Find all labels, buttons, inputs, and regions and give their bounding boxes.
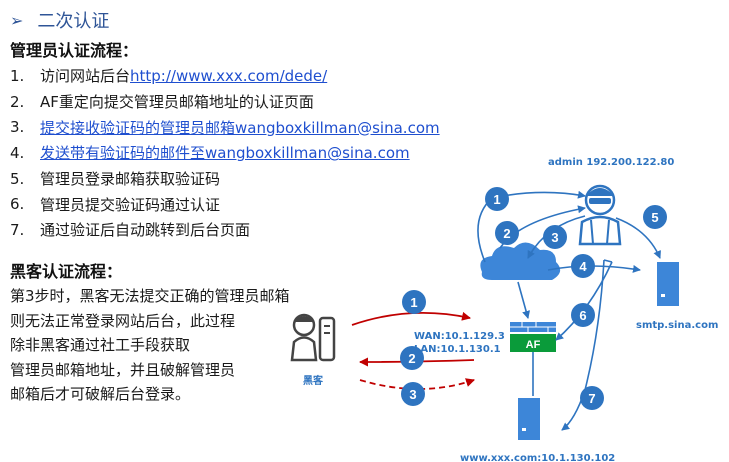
paragraph-line: 则无法正常登录网站后台，此过程 <box>10 311 236 330</box>
svg-text:3: 3 <box>551 230 558 245</box>
step-6: 6. 管理员提交验证码通过认证 <box>10 191 440 217</box>
step-7: 7. 通过验证后自动跳转到后台页面 <box>10 217 440 243</box>
admin-flow-arrows <box>477 190 661 431</box>
hacker-badge-1: 1 <box>402 290 426 314</box>
hacker-badge-2: 2 <box>400 346 424 370</box>
hacker-step-badges: 1 2 3 <box>400 290 426 406</box>
svg-text:1: 1 <box>493 192 500 207</box>
web-server-label: www.xxx.com:10.1.130.102 <box>460 453 615 462</box>
hacker-badge-3: 3 <box>401 382 425 406</box>
step-text: 提交接收验证码的管理员邮箱 <box>40 118 236 137</box>
slide-title: 二次认证 <box>37 11 110 32</box>
svg-text:1: 1 <box>410 295 417 310</box>
smtp-label: smtp.sina.com <box>636 320 718 331</box>
email-link: wangboxkillman@sina.com <box>205 144 410 163</box>
lan-label: LAN:10.1.130.1 <box>414 344 501 355</box>
svg-text:3: 3 <box>409 387 416 402</box>
hacker-label: 黑客 <box>303 374 324 387</box>
arrow-bullet-icon: ➢ <box>10 10 24 30</box>
admin-person-icon <box>578 184 622 246</box>
admin-badge-3: 3 <box>543 225 567 249</box>
admin-flow-title: 管理员认证流程： <box>10 41 139 60</box>
admin-badge-1: 1 <box>485 187 509 211</box>
svg-text:7: 7 <box>588 391 595 406</box>
admin-badge-7: 7 <box>580 386 604 410</box>
admin-label: admin 192.200.122.80 <box>548 157 674 168</box>
step-4: 4. 发送带有验证码的邮件至wangboxkillman@sina.com <box>10 140 440 166</box>
firewall-label: AF <box>526 339 541 351</box>
hacker-icon <box>290 313 336 362</box>
admin-badge-2: 2 <box>495 221 519 245</box>
step-number: 5. <box>10 169 25 188</box>
hacker-flow-title: 黑客认证流程： <box>10 262 123 281</box>
email-link: wangboxkillman@sina.com <box>235 118 440 137</box>
mail-server-icon <box>657 262 679 306</box>
step-text: 管理员登录邮箱获取验证码 <box>40 170 221 189</box>
svg-text:2: 2 <box>408 351 415 366</box>
step-number: 3. <box>10 118 25 137</box>
svg-text:5: 5 <box>651 210 658 225</box>
wan-label: WAN:10.1.129.3 <box>414 331 505 342</box>
step-text: 通过验证后自动跳转到后台页面 <box>40 221 251 240</box>
svg-text:6: 6 <box>579 308 586 323</box>
paragraph-line: 邮箱后才可破解后台登录。 <box>10 385 191 404</box>
step-text: AF重定向提交管理员邮箱地址的认证页面 <box>40 93 314 112</box>
cloud-icon <box>480 242 561 280</box>
svg-text:4: 4 <box>579 259 587 274</box>
backend-url-link[interactable]: http://www.xxx.com/dede/ <box>130 66 328 85</box>
paragraph-line: 除非黑客通过社工手段获取 <box>10 336 191 355</box>
paragraph-line: 第3步时，黑客无法提交正确的管理员邮箱 <box>10 287 290 305</box>
admin-badge-4: 4 <box>571 254 595 278</box>
step-number: 1. <box>10 66 25 85</box>
step-link-text[interactable]: 提交接收验证码的管理员邮箱wangboxkillman@sina.com <box>40 117 440 138</box>
hacker-flow-paragraph: 第3步时，黑客无法提交正确的管理员邮箱 则无法正常登录网站后台，此过程 除非黑客… <box>10 284 355 407</box>
step-number: 4. <box>10 143 25 162</box>
slide-heading: ➢ 二次认证 <box>10 8 110 33</box>
step-link-text[interactable]: 发送带有验证码的邮件至wangboxkillman@sina.com <box>40 142 410 163</box>
step-2: 2. AF重定向提交管理员邮箱地址的认证页面 <box>10 89 440 115</box>
web-server-icon <box>518 398 540 440</box>
step-number: 2. <box>10 92 25 111</box>
step-3: 3. 提交接收验证码的管理员邮箱wangboxkillman@sina.com <box>10 114 440 140</box>
firewall-icon: AF <box>510 322 556 352</box>
admin-badge-5: 5 <box>643 205 667 229</box>
admin-badge-6: 6 <box>571 303 595 327</box>
step-text: 发送带有验证码的邮件至 <box>40 144 206 163</box>
step-number: 7. <box>10 220 25 239</box>
admin-step-badges: 1 2 3 4 5 6 7 <box>485 187 667 410</box>
step-text: 访问网站后台 <box>40 67 131 86</box>
svg-text:2: 2 <box>503 226 510 241</box>
step-number: 6. <box>10 195 25 214</box>
step-text: 管理员提交验证码通过认证 <box>40 195 221 214</box>
paragraph-line: 管理员邮箱地址，并且破解管理员 <box>10 360 236 379</box>
step-5: 5. 管理员登录邮箱获取验证码 <box>10 166 440 192</box>
